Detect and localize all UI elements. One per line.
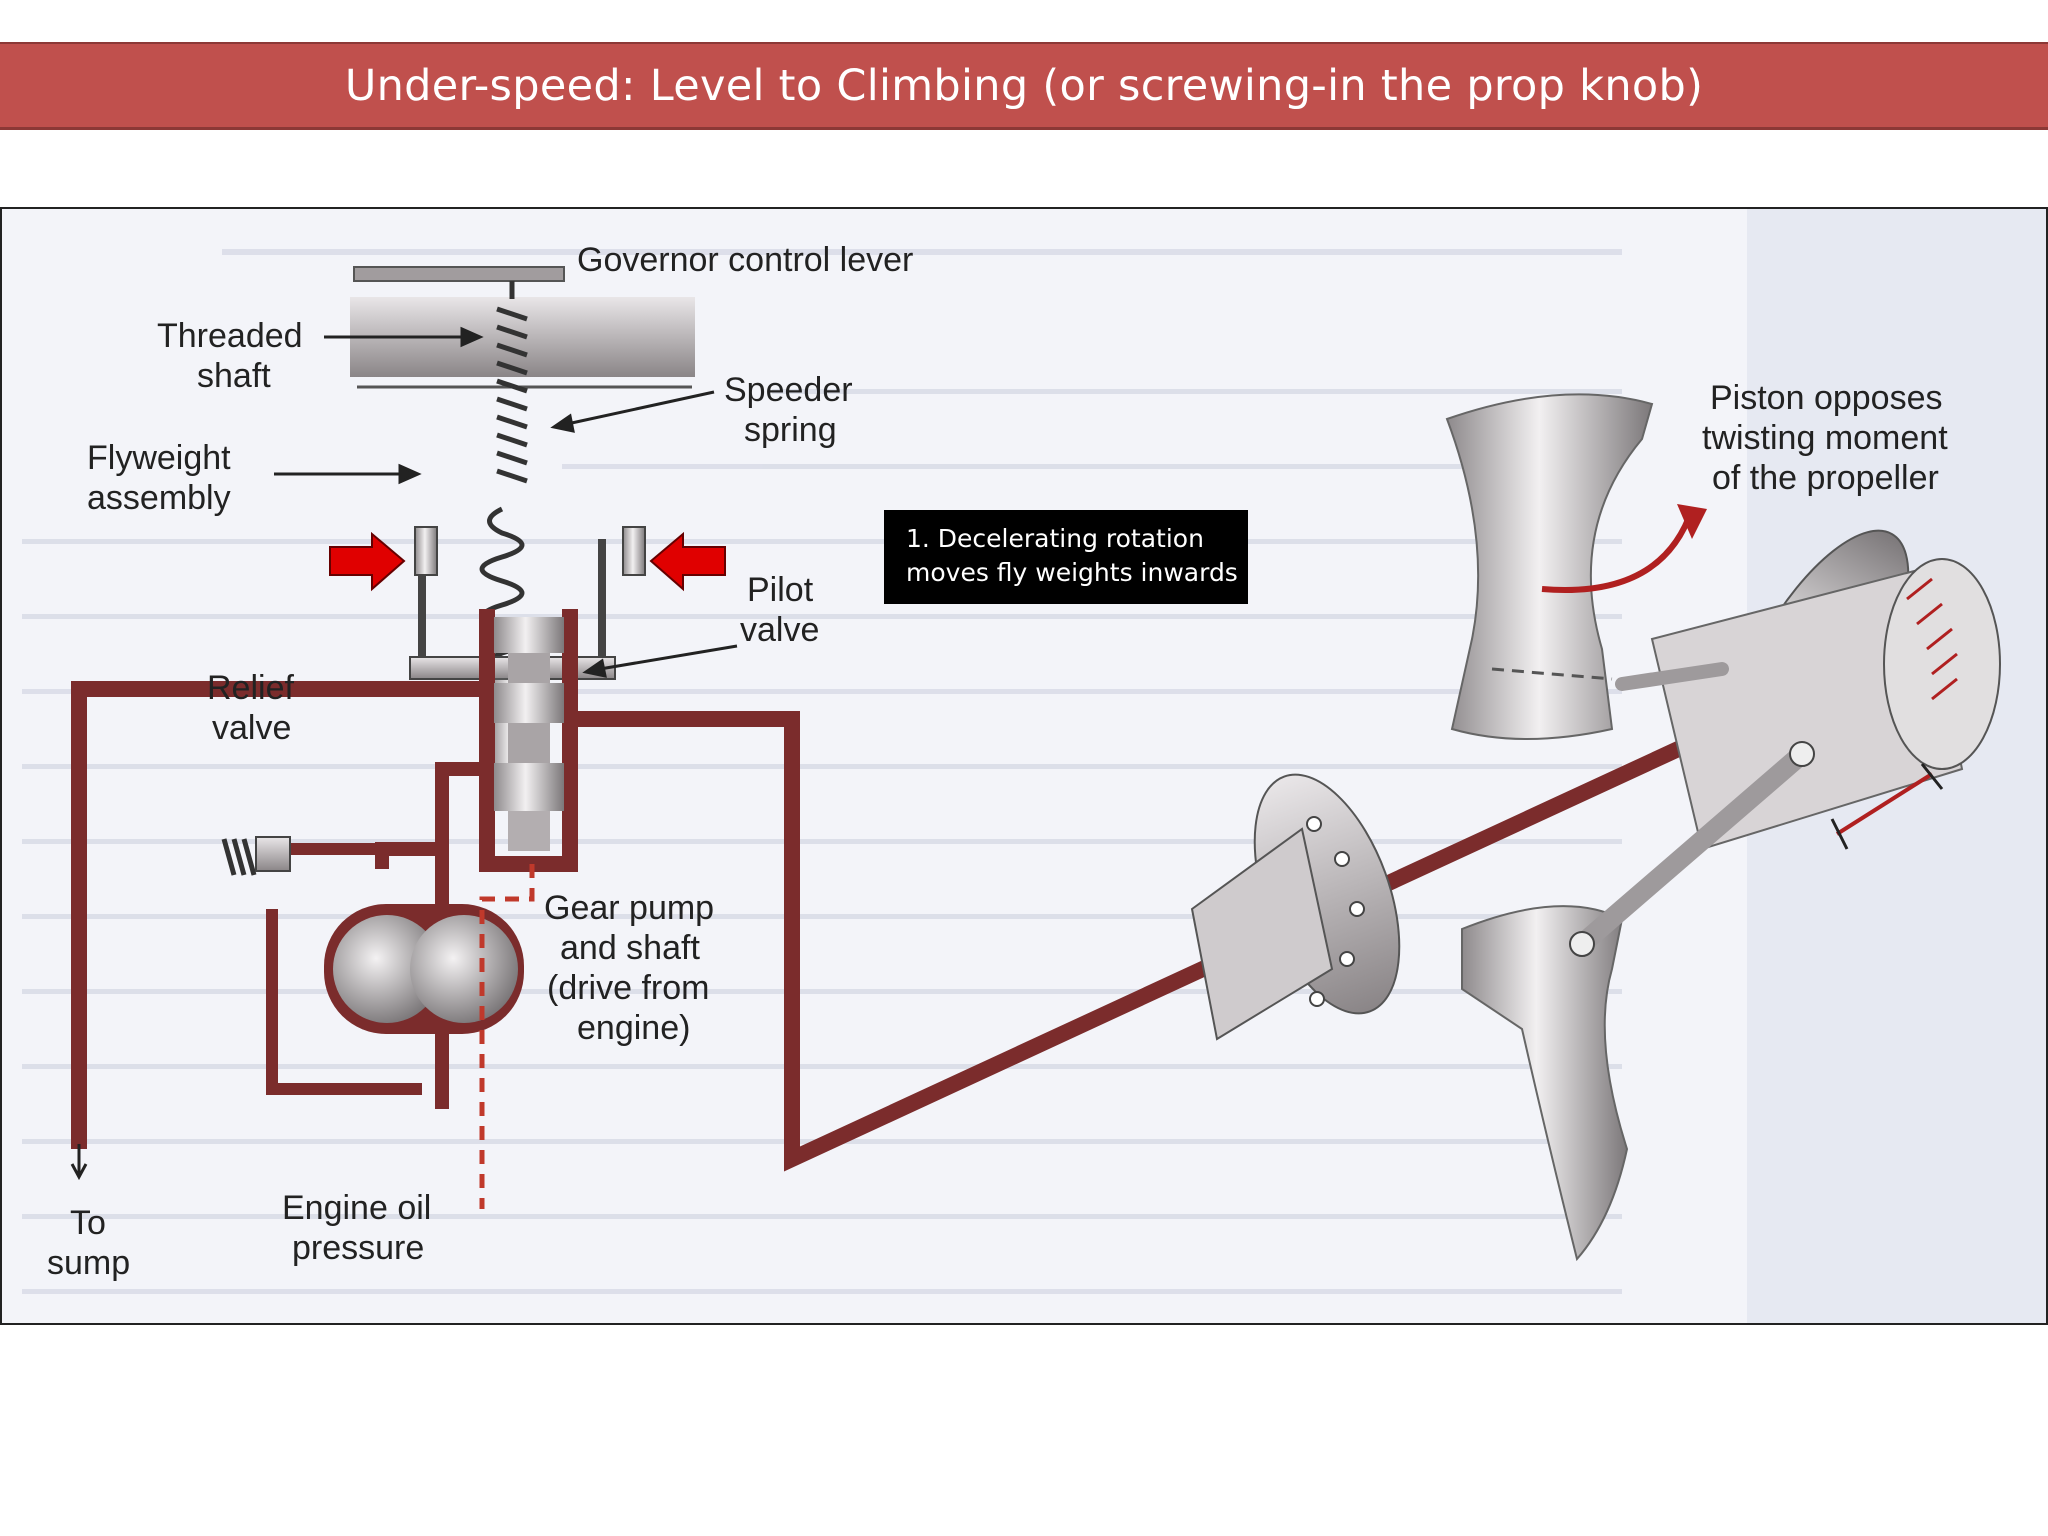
flyweight-inward-arrow-left — [329, 531, 406, 592]
label-gear-pump-line3: (drive from — [547, 969, 709, 1007]
slide-title: Under-speed: Level to Climbing (or screw… — [344, 60, 1704, 111]
callout-line-2: moves fly weights inwards — [906, 558, 1238, 587]
label-flyweight-assembly-line2: assembly — [87, 479, 231, 517]
label-gear-pump-line4: engine) — [577, 1009, 690, 1047]
label-gear-pump-line2: and shaft — [560, 929, 700, 967]
label-piston-line2: twisting moment — [1702, 419, 1948, 457]
gear-pump — [324, 904, 524, 1034]
label-to-sump-line1: To — [70, 1204, 106, 1242]
label-relief-valve-line2: valve — [212, 709, 291, 747]
label-flyweight-assembly-line1: Flyweight — [87, 439, 231, 477]
label-governor-control-lever: Governor control lever — [577, 241, 913, 279]
twist-arrow — [1541, 504, 1707, 593]
hub-flange — [1190, 773, 1401, 1041]
piston-pressure-arrows — [1906, 577, 1958, 701]
label-speeder-spring-line1: Speeder — [724, 371, 853, 409]
label-pilot-valve-line1: Pilot — [747, 571, 814, 609]
to-sump-arrow — [70, 1144, 88, 1181]
relief-valve — [221, 836, 291, 876]
label-to-sump-line2: sump — [47, 1244, 130, 1282]
engine-drive-shaft — [479, 864, 535, 1209]
label-threaded-shaft-line2: shaft — [197, 357, 271, 395]
label-piston-line1: Piston opposes — [1710, 379, 1943, 417]
hub-cylinder — [1650, 529, 2001, 851]
label-relief-valve-line1: Relief — [207, 669, 294, 707]
propeller-blade-upper — [1445, 393, 1654, 740]
label-engine-oil-pressure-line1: Engine oil — [282, 1189, 431, 1227]
label-gear-pump-line1: Gear pump — [544, 889, 714, 927]
label-piston-line3: of the propeller — [1712, 459, 1939, 497]
flyweight-inward-arrow-right — [649, 531, 726, 592]
callout-box: 1. Decelerating rotation moves fly weigh… — [884, 510, 1248, 604]
label-pilot-valve-line2: valve — [740, 611, 819, 649]
piston-link — [1569, 662, 1815, 957]
leader-lines — [274, 326, 738, 678]
pilot-valve-spool — [494, 617, 564, 851]
callout-line-1: 1. Decelerating rotation — [906, 524, 1204, 553]
title-bar: Under-speed: Level to Climbing (or screw… — [0, 42, 2048, 130]
governor-diagram: Governor control lever Threaded shaft Sp… — [0, 207, 2048, 1325]
diagram-svg: Governor control lever Threaded shaft Sp… — [2, 209, 2046, 1323]
travel-arrow — [1830, 763, 1944, 850]
label-speeder-spring-line2: spring — [744, 411, 837, 449]
label-threaded-shaft-line1: Threaded — [157, 317, 303, 355]
label-engine-oil-pressure-line2: pressure — [292, 1229, 424, 1267]
propeller-blade-lower — [1461, 905, 1629, 1262]
governor-control-lever — [353, 266, 565, 282]
